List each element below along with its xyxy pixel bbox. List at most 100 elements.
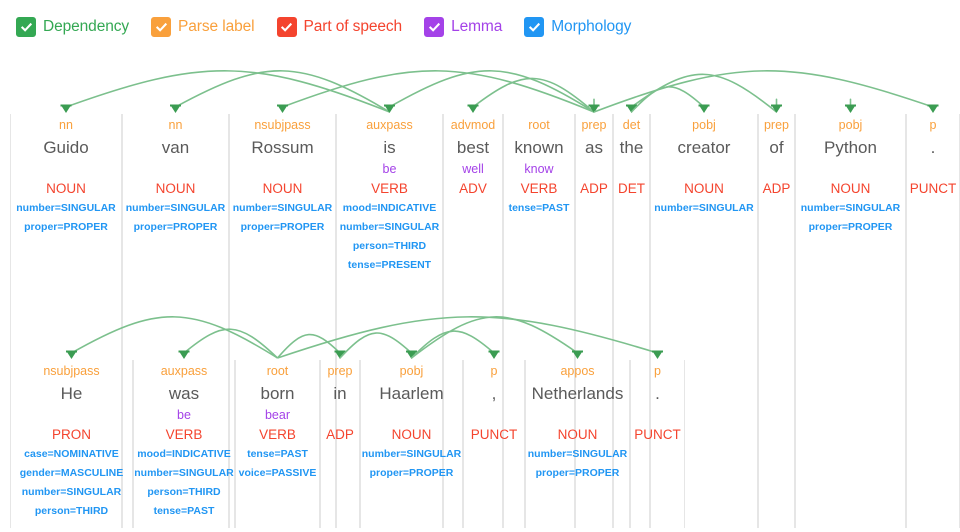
- part-of-speech-tag: NOUN: [262, 181, 303, 196]
- dependency-arrowhead: [772, 106, 781, 113]
- parse-label: det: [622, 118, 641, 132]
- part-of-speech-tag: ADV: [459, 181, 487, 196]
- checkbox-checked-icon[interactable]: [424, 17, 445, 37]
- dependency-arrowhead: [589, 106, 599, 113]
- morphology-feature: number=SINGULAR: [361, 448, 462, 460]
- parse-label: nn: [59, 118, 73, 132]
- token-word: best: [456, 138, 490, 157]
- dependency-arrowhead: [385, 106, 394, 113]
- dependency-arrowhead: [278, 106, 287, 113]
- morphology-feature: number=SINGULAR: [527, 448, 628, 460]
- dependency-arc: [339, 332, 413, 359]
- token-column-,[interactable]: p, PUNCT: [463, 360, 525, 528]
- token-word: He: [60, 384, 83, 403]
- token-column-.[interactable]: p. PUNCT: [630, 360, 685, 528]
- part-of-speech-tag: ADP: [580, 181, 608, 196]
- token-word: the: [619, 138, 644, 157]
- morphology-feature: number=SINGULAR: [21, 486, 122, 498]
- dependency-arrowhead: [67, 352, 76, 359]
- part-of-speech-tag: PUNCT: [470, 427, 518, 442]
- legend-item-lemma[interactable]: Lemma: [424, 17, 502, 37]
- token-word: Haarlem: [379, 384, 444, 403]
- dependency-arrowhead: [468, 106, 478, 113]
- parse-label: prep: [327, 364, 353, 378]
- dependency-arrowhead-bar: [66, 350, 77, 353]
- parse-label: appos: [560, 364, 595, 378]
- morphology-feature: proper=PROPER: [24, 221, 108, 233]
- dependency-arc: [389, 70, 595, 113]
- legend-bar: Dependency Parse label Part of speech Lemma…: [0, 0, 960, 54]
- token-lemma: be: [382, 162, 397, 176]
- morphology-feature: voice=PASSIVE: [238, 467, 317, 479]
- part-of-speech-tag: NOUN: [155, 181, 196, 196]
- token-lemma: well: [462, 162, 484, 176]
- part-of-speech-tag: ADP: [762, 181, 791, 196]
- dependency-arc: [276, 333, 341, 359]
- part-of-speech-tag: VERB: [371, 181, 408, 196]
- dependency-arrowhead-bar: [572, 350, 583, 353]
- parse-label: advmod: [450, 118, 496, 132]
- token-word: in: [333, 384, 347, 403]
- dependency-arrowhead: [407, 352, 416, 359]
- token-word: known: [514, 138, 564, 157]
- dependency-arc: [183, 328, 279, 359]
- parse-label: pobj: [692, 118, 716, 132]
- checkbox-checked-icon[interactable]: [524, 17, 545, 37]
- morphology-feature: number=SINGULAR: [16, 202, 116, 214]
- checkbox-checked-icon[interactable]: [16, 17, 36, 37]
- dependency-arrowhead-bar: [277, 104, 288, 107]
- parse-label: pobj: [838, 118, 863, 132]
- parse-label: p: [490, 364, 498, 378]
- token-lemma: bear: [264, 408, 291, 422]
- dependency-arrowhead-bar: [652, 350, 663, 353]
- dependency-arrowhead: [489, 352, 499, 359]
- morphology-feature: person=THIRD: [34, 505, 109, 517]
- parse-label: auxpass: [160, 364, 208, 378]
- token-word: was: [168, 384, 200, 403]
- legend-item-dependency[interactable]: Dependency: [16, 17, 129, 37]
- dependency-arc: [71, 316, 278, 359]
- dependency-arc: [277, 316, 658, 359]
- checkbox-checked-icon[interactable]: [151, 17, 172, 37]
- legend-item-parse-label[interactable]: Parse label: [151, 17, 255, 37]
- part-of-speech-tag: VERB: [520, 181, 558, 196]
- dependency-arc: [282, 70, 595, 113]
- dependency-arrowhead-bar: [178, 350, 190, 353]
- dependency-arc: [65, 70, 390, 113]
- checkbox-checked-icon[interactable]: [276, 17, 297, 37]
- token-word: .: [930, 138, 936, 157]
- dependency-arrowhead: [171, 106, 180, 113]
- dependency-arrowhead-bar: [467, 104, 479, 107]
- morphology-feature: number=SINGULAR: [232, 202, 333, 214]
- parse-label: auxpass: [366, 118, 413, 132]
- dependency-arc: [593, 70, 934, 113]
- parse-label: prep: [581, 118, 607, 132]
- dependency-arc: [175, 70, 390, 113]
- dependency-arrowhead-bar: [626, 104, 637, 107]
- part-of-speech-tag: VERB: [259, 427, 296, 442]
- part-of-speech-tag: NOUN: [391, 427, 432, 442]
- part-of-speech-tag: PUNCT: [634, 427, 681, 442]
- legend-item-part-of-speech[interactable]: Part of speech: [276, 17, 402, 37]
- morphology-feature: number=SINGULAR: [339, 221, 440, 233]
- morphology-feature: case=NOMINATIVE: [24, 448, 119, 460]
- dependency-arrowhead-bar: [384, 104, 395, 107]
- legend-item-morphology[interactable]: Morphology: [524, 17, 631, 37]
